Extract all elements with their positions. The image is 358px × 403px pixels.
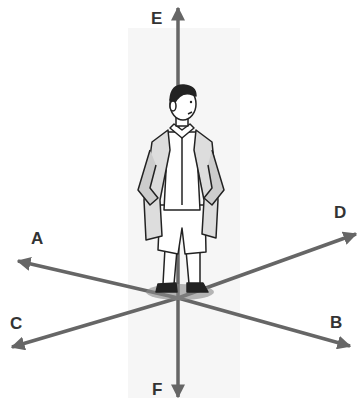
direction-label: C <box>10 315 22 332</box>
direction-arrows <box>12 8 356 397</box>
direction-label: F <box>152 381 162 398</box>
direction-label: B <box>330 314 342 331</box>
boy-figure <box>138 85 224 300</box>
direction-label: D <box>334 204 346 221</box>
figure-ground <box>128 28 240 398</box>
direction-label: A <box>31 230 43 247</box>
direction-label: E <box>151 10 162 27</box>
